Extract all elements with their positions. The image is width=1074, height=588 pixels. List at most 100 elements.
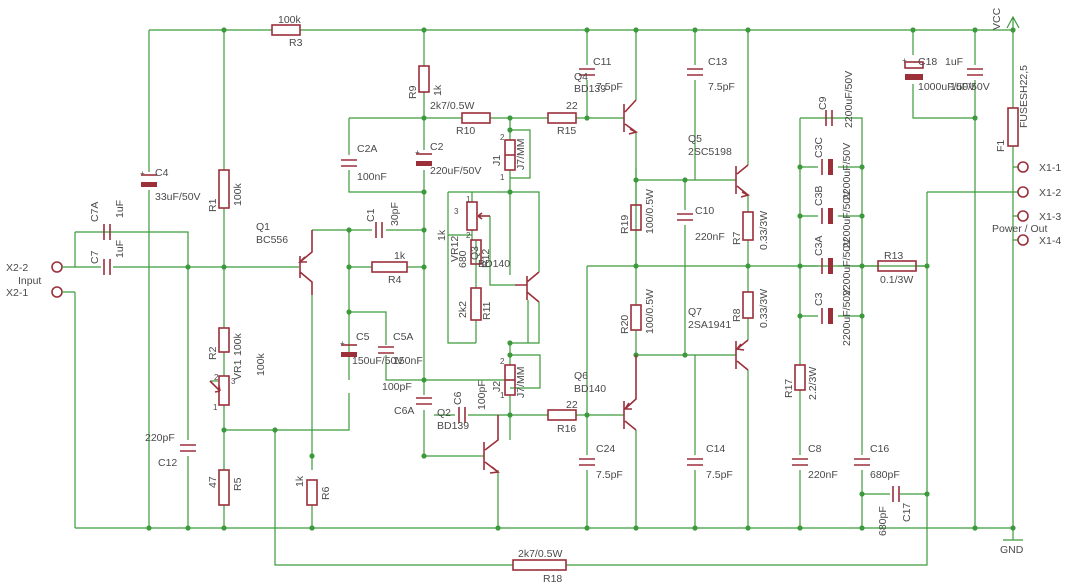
c18b-value: 1uF/50V [950,81,990,93]
q3-value: BD140 [478,258,510,270]
vr12-pin1: 1 [466,195,471,204]
r20-name: R20 [619,315,631,334]
vcc-label: VCC [991,7,1003,30]
power-out-label: Power / Out [992,223,1048,235]
c7a-capacitor [103,224,111,240]
r20-resistor [630,304,642,331]
components: + + + + [51,15,1029,571]
svg-text:+: + [415,148,420,157]
c8-value: 220nF [808,469,838,481]
r3-name: R3 [289,37,303,49]
c11-name: C11 [593,56,612,68]
r7-name: R7 [731,231,743,245]
x1-1-terminal [1017,161,1029,173]
r6-value: 1k [294,475,306,487]
q1-transistor [298,230,313,295]
c24-name: C24 [596,443,615,455]
r17-name: R17 [783,379,795,398]
c5a-value: 150nF [393,355,423,367]
c1-value: 30pF [389,202,401,226]
q7-value: 2SA1941 [688,319,731,331]
c18-value: 1000uF/50V [918,81,975,93]
j1-value: J7/MM [515,139,527,171]
r7-value: 0.33/3W [758,211,770,250]
svg-text:+: + [340,339,345,348]
c14-capacitor [687,458,703,466]
c12-capacitor [180,444,196,452]
c2-name: C2 [430,141,444,153]
f1-value: FUSESH22,5 [1018,65,1030,128]
c6a-name: C6A [394,405,414,417]
c7-value: 1uF [114,240,126,258]
c17-value: 680pF [877,506,889,536]
c5-name: C5 [356,331,370,343]
c16-name: C16 [870,443,889,455]
c7a-value: 1uF [114,200,126,218]
vr1-pin1: 1 [213,403,218,412]
r6-resistor [306,479,318,506]
c11-capacitor [579,68,595,76]
c16-value: 680pF [870,469,900,481]
r7-resistor [742,211,754,241]
c9-value: 2200uF/50V [843,71,855,128]
junctions [146,27,1016,531]
c12-value: 220pF [145,432,175,444]
r9-value: 1k [432,84,444,96]
r5-resistor [218,469,230,506]
c3-electrolytic [821,308,833,324]
c17-capacitor [892,486,900,502]
q2-name: Q2 [437,407,451,419]
x2-1-label: X2-1 [6,287,28,299]
vr1-value: 100k [255,352,267,376]
c18-electrolytic: + [902,56,924,80]
q1-value: BC556 [256,234,288,246]
r3-value: 100k [278,14,302,26]
c9-capacitor [825,110,833,126]
vr12-name: VR12 [449,236,461,262]
r12-value: 680 [457,250,469,268]
vr1-name: VR1 [232,359,244,380]
r18-resistor [512,559,567,571]
q6-transistor [623,355,637,431]
c7a-name: C7A [89,202,101,222]
r11-value: 2k2 [457,301,469,318]
c3a-value: 2200uF/50V [841,239,853,296]
c7-name: C7 [89,250,101,264]
r19-resistor [630,204,642,231]
c2a-value: 100nF [357,171,387,183]
c12-name: C12 [158,457,177,469]
j1-pin1: 1 [500,173,505,182]
x1-4-label: X1-4 [1039,235,1061,247]
r15-value: 22 [566,100,578,112]
r9-resistor [418,65,430,93]
r12-name: R12 [480,249,492,268]
c2-electrolytic: + [415,148,432,166]
c2a-capacitor [341,159,357,167]
q4-name: Q4 [574,71,588,83]
r2-name: R2 [207,346,219,360]
c9-name: C9 [817,96,829,110]
f1-fuse [1007,107,1019,147]
r2-resistor [218,327,230,353]
q6-name: Q6 [574,370,588,382]
x1-1-label: X1-1 [1039,162,1061,174]
svg-text:+: + [140,169,145,178]
r4-name: R4 [388,274,402,286]
x1-2-label: X1-2 [1039,187,1061,199]
q6-value: BD140 [574,383,606,395]
r13-value: 0.1/3W [880,274,913,286]
c5a-capacitor [378,346,394,354]
x2-2-label: X2-2 [6,262,28,274]
r10-value: 2k7/0.5W [430,100,474,112]
r4-resistor [371,261,408,273]
r18-value: 2k7/0.5W [518,548,562,560]
c8-name: C8 [808,443,822,455]
vr12-potentiometer [466,201,490,231]
c18b-capacitor [967,68,983,76]
j1-pin2: 2 [500,133,505,142]
c7-capacitor [103,259,111,275]
r6-name: R6 [320,486,332,500]
c13-name: C13 [708,56,727,68]
x2-2-terminal [51,261,63,273]
c3b-name: C3B [813,186,825,206]
